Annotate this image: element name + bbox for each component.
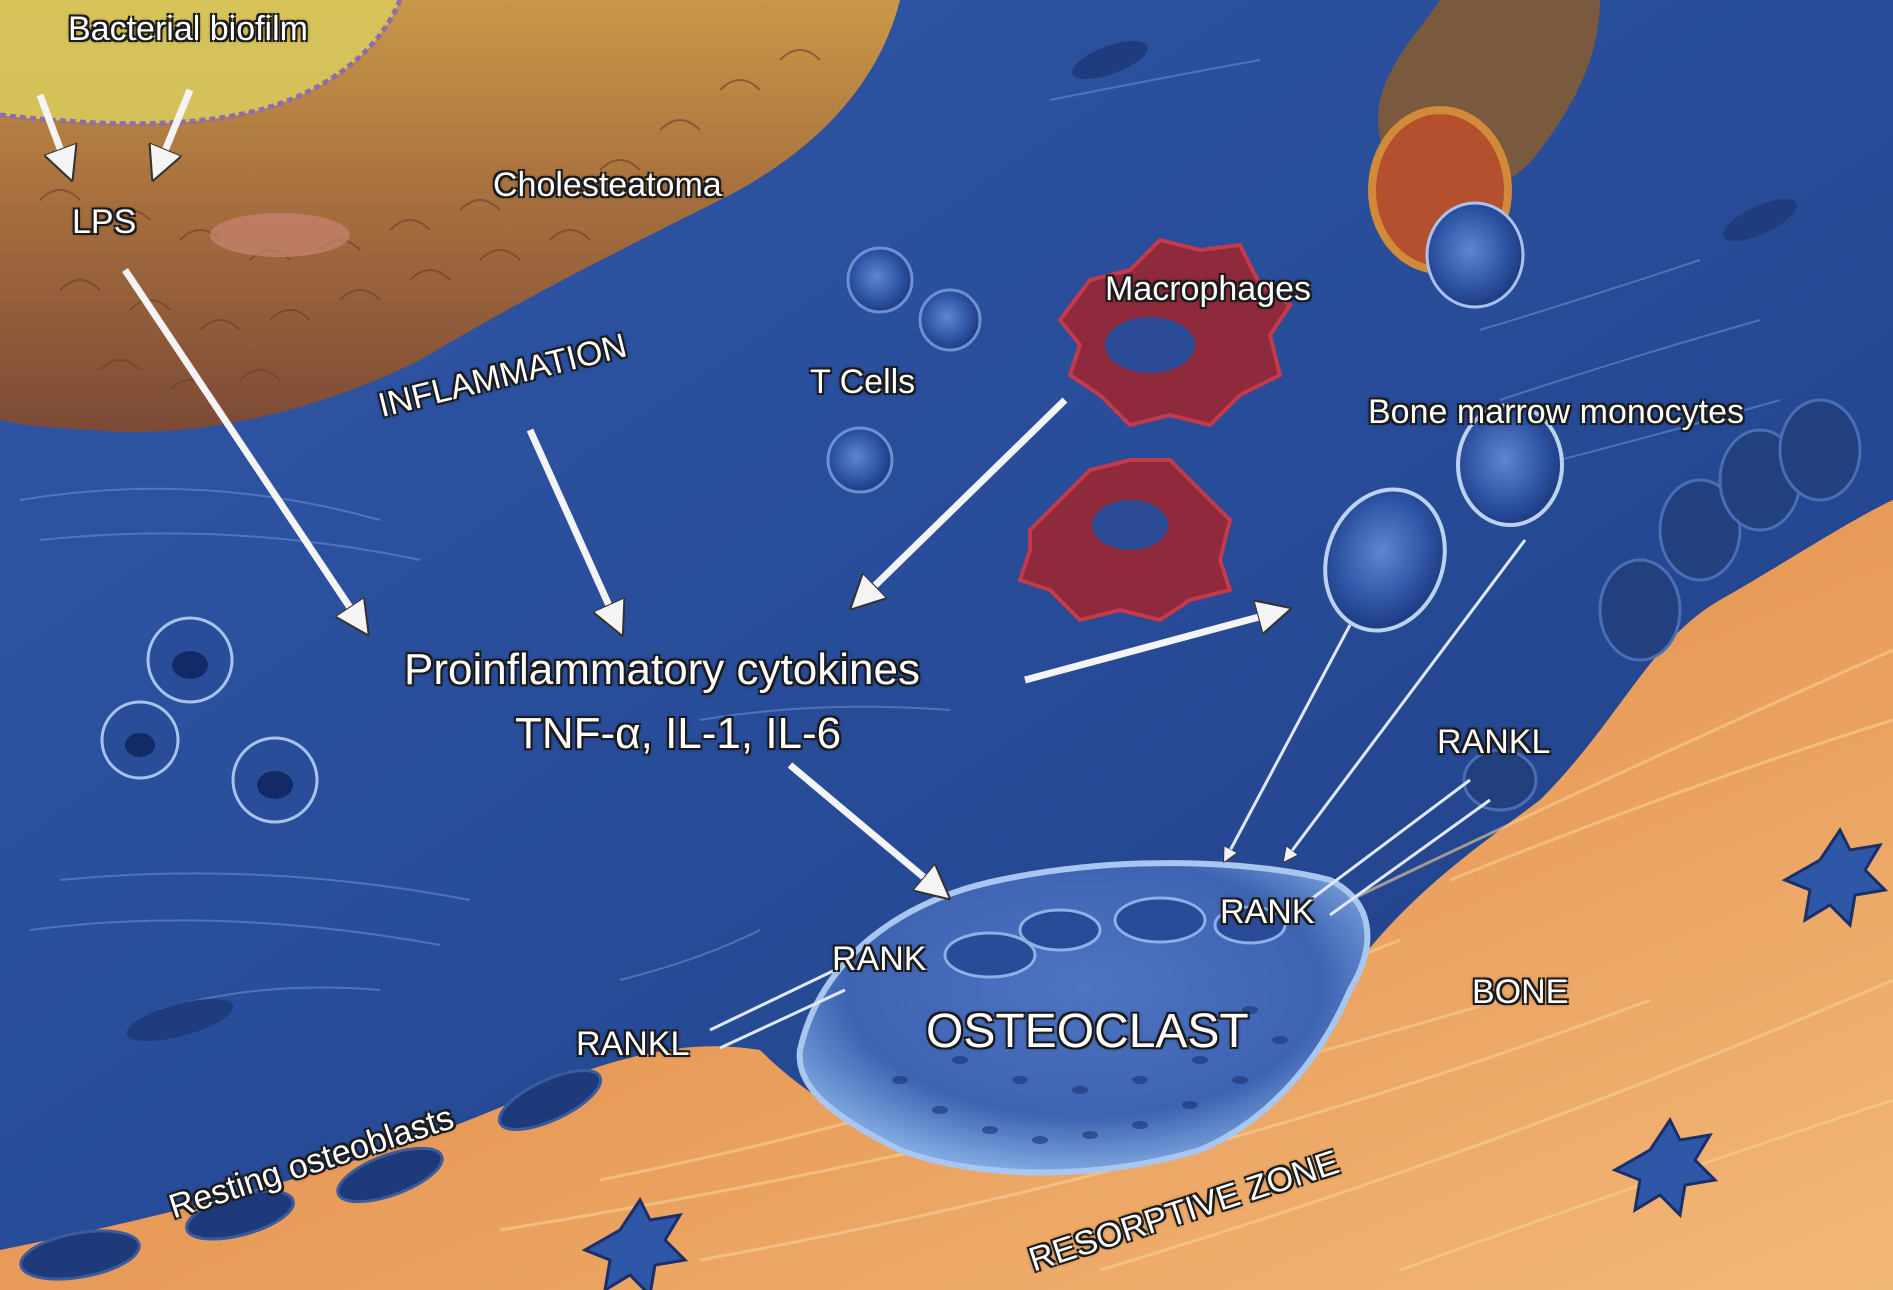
label-bone: BONE xyxy=(1472,973,1569,1011)
rankl-link-right-2 xyxy=(1329,798,1491,917)
neutrophil-nuclei xyxy=(125,651,293,799)
label-rankl-left: RANKL xyxy=(576,1025,690,1063)
fibroblast xyxy=(126,998,234,1042)
label-cholesteatoma: Cholesteatoma xyxy=(493,166,722,204)
arrow-biofilm-to-lps-1 xyxy=(36,93,70,175)
bone-lining-cells xyxy=(1462,398,1862,812)
arrow-biofilm-to-lps-2 xyxy=(155,88,194,175)
arrow-monocyte-to-rank-2 xyxy=(1285,539,1527,860)
label-rank-left: RANK xyxy=(832,940,927,978)
rankl-link-left-1 xyxy=(709,968,836,1032)
osteoclast-ruffled-border xyxy=(892,1006,1288,1144)
osteoclast-nuclei xyxy=(943,896,1287,979)
rankl-link-right-1 xyxy=(1309,778,1471,902)
osteoclast-cell xyxy=(796,860,1371,1176)
label-lps: LPS xyxy=(72,203,137,241)
cholesteatoma-keratin-patch xyxy=(210,213,350,257)
bone-matrix xyxy=(0,500,1893,1290)
arrow-inflammation-to-cytokines xyxy=(526,428,620,630)
label-cytokines-title: Proinflammatory cytokines xyxy=(404,645,920,694)
arrow-lps-to-cytokines xyxy=(122,268,365,630)
rank-signal-lines xyxy=(709,539,1527,1050)
macrophage-upper-nucleus xyxy=(1105,317,1195,373)
bone-marrow-monocytes xyxy=(1323,403,1564,633)
label-t-cells: T Cells xyxy=(810,363,916,401)
label-rank-right: RANK xyxy=(1220,893,1315,931)
resting-osteoblasts xyxy=(19,1069,603,1281)
macrophage-lower-nucleus xyxy=(1092,500,1168,550)
arrow-monocyte-to-rank-1 xyxy=(1225,624,1352,860)
t-cells xyxy=(826,246,982,494)
label-rankl-right: RANKL xyxy=(1437,723,1551,761)
label-cytokines-list: TNF-α, IL-1, IL-6 xyxy=(515,709,842,758)
label-bone-marrow-monocytes: Bone marrow monocytes xyxy=(1368,393,1745,431)
flow-arrows xyxy=(36,88,1285,895)
label-bacterial-biofilm: Bacterial biofilm xyxy=(68,10,308,48)
label-osteoclast: OSTEOCLAST xyxy=(926,1005,1249,1058)
fibroblast-top xyxy=(1072,41,1148,79)
fibroblast-right xyxy=(1723,198,1797,242)
osteocytes xyxy=(581,827,1889,1290)
arrow-cytokines-to-osteoclast xyxy=(787,762,945,895)
biofilm-edge xyxy=(0,0,403,127)
vessel-monocyte xyxy=(1425,201,1525,309)
arrow-macrophages-to-cytokines xyxy=(855,397,1068,605)
arrow-cytokines-to-monocytes xyxy=(1024,610,1285,684)
rankl-link-left-2 xyxy=(719,988,846,1050)
label-macrophages: Macrophages xyxy=(1105,270,1312,308)
